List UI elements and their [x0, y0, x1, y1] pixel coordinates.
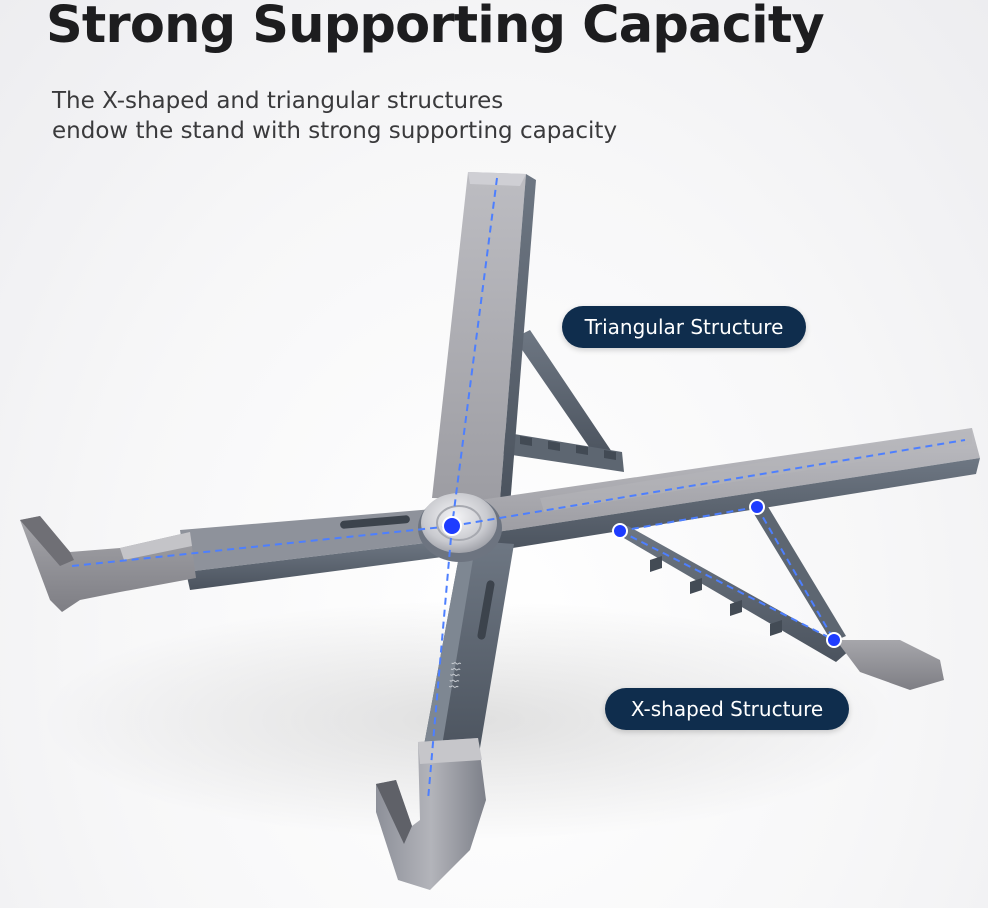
left-foot: [20, 516, 196, 612]
page-subtitle: The X-shaped and triangular structures e…: [52, 86, 617, 146]
structure-guide-lines: [71, 177, 966, 801]
triangular-structure-label: Triangular Structure: [562, 306, 806, 348]
structure-joint-dots: [442, 499, 842, 648]
brand-mark-logo: ⌇⌇⌇⌇⌇: [446, 660, 463, 691]
lower-vertical-arm: ⌇⌇⌇⌇⌇: [422, 540, 514, 760]
joint-dot-bottom: [826, 632, 842, 648]
x-shaped-structure-label: X-shaped Structure: [605, 688, 849, 730]
right-horizontal-arm: [480, 428, 980, 552]
left-horizontal-arm: [180, 508, 450, 590]
subtitle-line-1: The X-shaped and triangular structures: [52, 88, 504, 114]
front-foot: [376, 738, 486, 890]
joint-dot-top: [749, 499, 765, 515]
joint-dot-center: [442, 516, 462, 536]
page-title: Strong Supporting Capacity: [46, 0, 825, 55]
front-triangular-support: [610, 500, 944, 690]
subtitle-line-2: endow the stand with strong supporting c…: [52, 118, 618, 144]
rear-triangular-support: [490, 330, 624, 472]
joint-dot-left: [612, 523, 628, 539]
